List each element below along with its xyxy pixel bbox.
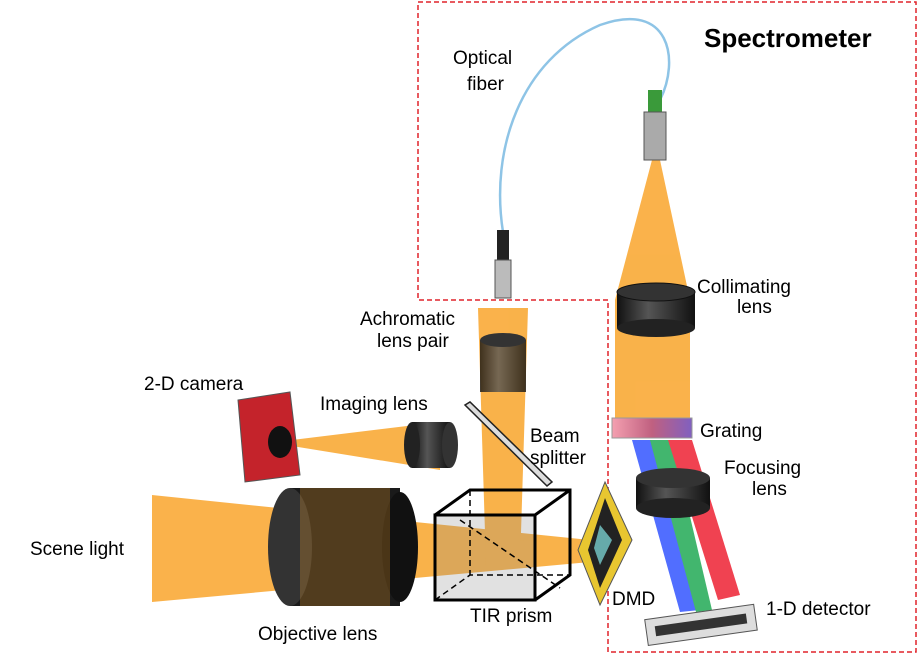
detector-1d [644,603,758,646]
label-grating: Grating [700,421,762,442]
label-collimating-lens: Collimating lens [697,277,796,318]
label-achromatic-lens-pair: Achromatic lens pair [360,309,460,352]
grating [611,417,693,439]
fiber-beam [615,160,690,300]
dmd [577,480,633,607]
label-2d-camera: 2-D camera [144,374,244,395]
label-beam-splitter: Beam splitter [530,426,587,469]
imaging-lens [404,422,458,468]
label-spectrometer: Spectrometer [704,23,872,53]
spectrometer-enclosure [417,1,917,653]
optical-fiber [498,17,671,233]
label-dmd: DMD [612,589,655,610]
label-tir-prism: TIR prism [470,606,552,627]
tir-prism [433,488,572,602]
camera-beam [292,422,440,470]
label-focusing-lens: Focusing lens [724,458,806,500]
fiber-connector-bottom [494,230,512,299]
camera-2d [237,391,301,483]
collimating-lens [616,282,696,337]
label-1d-detector: 1-D detector [766,599,871,620]
objective-lens [268,488,418,606]
focusing-lens [636,468,710,518]
label-scene-light: Scene light [30,539,125,560]
label-objective-lens: Objective lens [258,624,377,645]
label-imaging-lens: Imaging lens [320,394,428,415]
achromatic-lens-pair [480,333,526,392]
fiber-connector-top [643,90,667,161]
beam-splitter [463,401,554,488]
label-optical-fiber: Optical fiber [453,48,517,95]
